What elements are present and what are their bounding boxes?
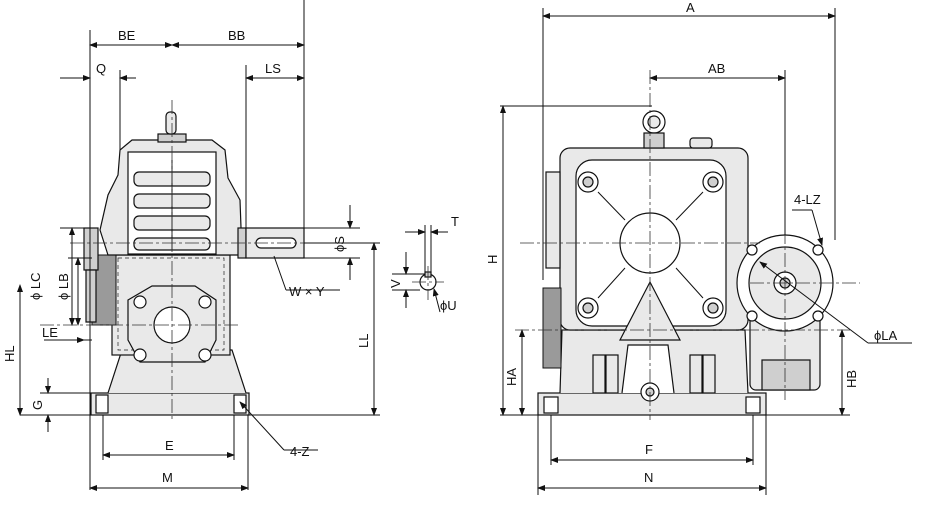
- dim-e-label: E: [165, 438, 174, 453]
- dim-h-label: H: [485, 255, 500, 264]
- dim-lc-label: ϕ LC: [28, 272, 43, 300]
- dim-be-label: BE: [118, 28, 136, 43]
- dim-ls-label: LS: [265, 61, 281, 76]
- dim-4z-label: 4-Z: [290, 444, 310, 459]
- dim-la-label: ϕLA: [874, 328, 898, 343]
- dim-u-label: ϕU: [440, 298, 457, 313]
- dim-le-label: LE: [42, 325, 58, 340]
- dim-lb-label: ϕ LB: [56, 273, 71, 300]
- front-view: A AB H HA HB 4-LZ ϕLA F N: [485, 0, 912, 495]
- dim-ab-label: AB: [708, 61, 725, 76]
- dim-bb-label: BB: [228, 28, 245, 43]
- dim-4lz-label: 4-LZ: [794, 192, 821, 207]
- dim-v-label: V: [388, 279, 403, 288]
- side-view: BE BB Q LS ϕ LC ϕ LB LE HL G ϕS W × Y LL…: [2, 0, 380, 491]
- dim-n-label: N: [644, 470, 653, 485]
- dim-hl-label: HL: [2, 345, 17, 362]
- dim-m-label: M: [162, 470, 173, 485]
- dim-t-label: T: [451, 214, 459, 229]
- key-detail: T V ϕU: [388, 214, 459, 313]
- dim-q-label: Q: [96, 61, 106, 76]
- dim-hb-label: HB: [844, 370, 859, 388]
- dim-ll-label: LL: [356, 334, 371, 348]
- dim-a-label: A: [686, 0, 695, 15]
- dim-f-label: F: [645, 442, 653, 457]
- dim-ha-label: HA: [504, 368, 519, 386]
- side-upper-housing: [99, 111, 243, 256]
- front-base: [537, 329, 767, 416]
- front-housing: [542, 110, 749, 402]
- dim-s-label: ϕS: [332, 236, 347, 252]
- dim-w-y-label: W × Y: [289, 284, 325, 299]
- dim-g-label: G: [30, 400, 45, 410]
